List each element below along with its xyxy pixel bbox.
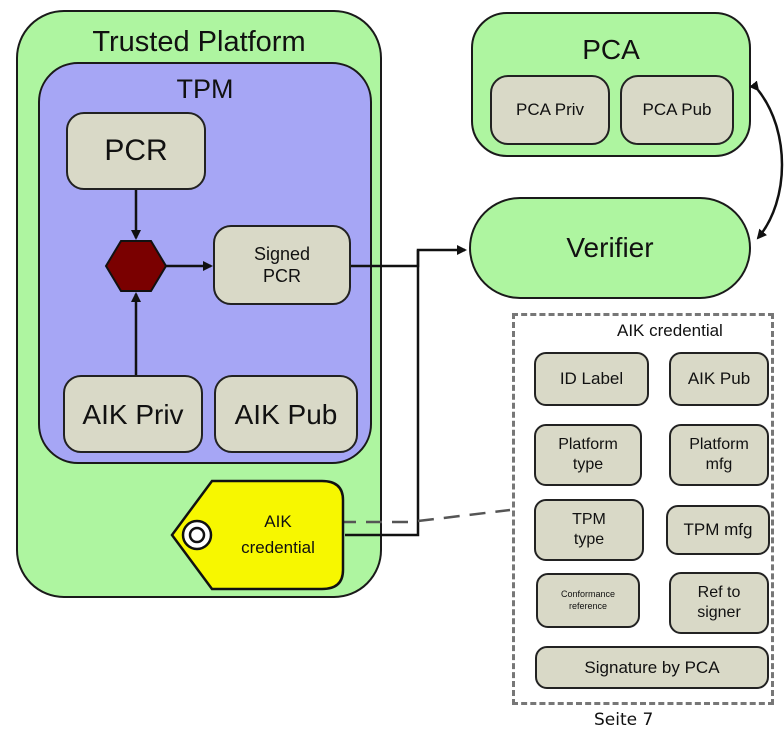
- aik-credential-tag-label-1: AIK: [264, 512, 292, 531]
- dashed-link-credential-detail: [340, 508, 511, 524]
- tag-ring-outer-icon: [181, 519, 213, 551]
- field-id-label: ID Label: [534, 352, 649, 406]
- aik-priv-box: AIK Priv: [63, 375, 203, 453]
- field-platform-mfg: Platform mfg: [669, 424, 769, 486]
- verifier-box: Verifier: [469, 197, 751, 299]
- pca-pub-box: PCA Pub: [620, 75, 734, 145]
- tpm-title: TPM: [176, 74, 234, 104]
- field-aik-pub: AIK Pub: [669, 352, 769, 406]
- field-conformance-reference: Conformance reference: [536, 573, 640, 628]
- arrow-pca-verifier: [749, 80, 784, 240]
- aik-credential-panel: AIK credential: [512, 313, 774, 705]
- field-signature-by-pca: Signature by PCA: [535, 646, 769, 689]
- arrow-signed-pcr-to-verifier: [351, 245, 467, 268]
- trusted-platform-title: Trusted Platform: [92, 26, 306, 58]
- pcr-box: PCR: [66, 112, 206, 190]
- field-tpm-type: TPM type: [534, 499, 644, 561]
- aik-credential-panel-title: AIK credential: [617, 321, 723, 340]
- tag-ring-inner-icon: [188, 526, 206, 544]
- pca-pub-label: PCA Pub: [642, 100, 712, 120]
- page-number: Seite 7: [594, 710, 654, 730]
- field-tpm-mfg: TPM mfg: [666, 505, 770, 555]
- signed-pcr-label-1: Signed: [253, 243, 311, 264]
- aik-credential-tag: [170, 479, 345, 591]
- field-platform-type: Platform type: [534, 424, 642, 486]
- aik-priv-label: AIK Priv: [82, 398, 184, 430]
- signed-pcr-box: Signed PCR: [213, 225, 351, 305]
- aik-pub-label: AIK Pub: [234, 398, 338, 430]
- aik-pub-box: AIK Pub: [214, 375, 358, 453]
- aik-credential-tag-label-2: credential: [241, 538, 315, 557]
- pca-title: PCA: [582, 34, 640, 65]
- verifier-label: Verifier: [566, 232, 654, 263]
- pca-priv-label: PCA Priv: [515, 100, 585, 120]
- pcr-label: PCR: [104, 134, 168, 168]
- pca-priv-box: PCA Priv: [490, 75, 610, 145]
- signed-pcr-label-2: PCR: [262, 266, 301, 286]
- signing-hexagon-icon: [104, 240, 168, 292]
- field-ref-to-signer: Ref to signer: [669, 572, 769, 634]
- arrow-credential-to-verifier: [345, 250, 420, 537]
